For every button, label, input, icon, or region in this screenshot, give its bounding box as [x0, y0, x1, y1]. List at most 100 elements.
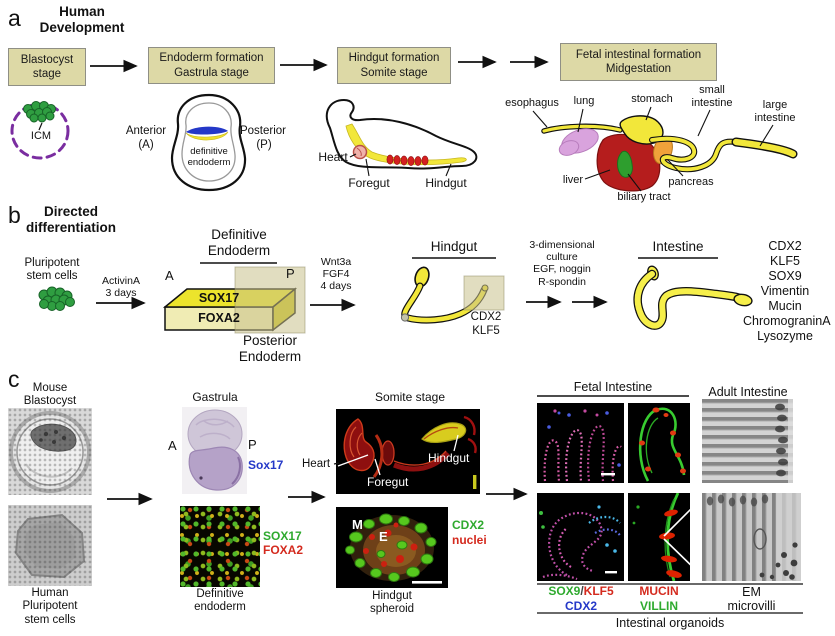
- hindgut-spheroid-caption: Hindgut spheroid: [369, 590, 415, 616]
- em-label: EM: [742, 585, 761, 599]
- mouse-blastocyst-image: [8, 408, 92, 495]
- gastrula-a-label: A: [168, 438, 177, 453]
- human-psc-image: [8, 505, 92, 586]
- flow-arrows-panel-b: [96, 295, 608, 312]
- gastrula-image: [182, 407, 247, 494]
- icm-label: ICM: [30, 130, 52, 142]
- sox9-klf5-label: SOX9/KLF5: [535, 584, 627, 599]
- fetal-intestine-sox9-image: [537, 403, 624, 483]
- cdx2-spheroid-label: CDX2: [452, 518, 485, 532]
- stage-box-blastocyst: Blastocyst stage: [8, 48, 86, 86]
- panel-b-title: Directed differentiation: [26, 204, 116, 235]
- endoderm-e-label: E: [379, 529, 388, 544]
- somite-stage-image: [336, 409, 480, 494]
- anterior-abbr-label: (A): [138, 139, 154, 151]
- adult-intestine-em-image: [702, 399, 793, 483]
- definitive-endoderm-label: definitive endoderm: [187, 146, 231, 169]
- cdx2-hindgut-label: CDX2: [470, 311, 502, 323]
- fetal-intestine-mucin-image: [628, 403, 690, 483]
- hindgut-highlight: [463, 275, 505, 311]
- section-underlines: [200, 257, 718, 264]
- pluripotent-stem-cells-label: Pluripotent stem cells: [24, 257, 80, 283]
- stage-box-fetal: Fetal intestinal formation Midgestation: [560, 43, 717, 81]
- mouse-blastocyst-label: Mouse Blastocyst: [23, 382, 77, 408]
- stomach-label: stomach: [631, 93, 673, 105]
- scale-bar: [412, 581, 442, 584]
- lung-label: lung: [573, 95, 595, 107]
- posterior-abbr-label: (P): [256, 139, 272, 151]
- gastrula-p-label: P: [248, 437, 257, 452]
- panel-a-letter: a: [8, 5, 21, 31]
- culture-step-label: 3-dimensional culture EGF, noggin R-spon…: [529, 239, 595, 288]
- sox17-if-label: SOX17: [263, 529, 302, 543]
- microvilli-label: microvilli: [727, 599, 776, 613]
- marker-sox9: SOX9: [768, 269, 802, 283]
- gastrula-drawing: [170, 93, 247, 192]
- posterior-p-label: P: [286, 266, 295, 281]
- marker-klf5: KLF5: [770, 254, 800, 268]
- definitive-endoderm-title: Definitive Endoderm: [207, 227, 271, 258]
- intestinal-organoids-label: Intestinal organoids: [615, 616, 725, 630]
- posterior-label: Posterior: [239, 125, 287, 137]
- villin-label: VILLIN: [640, 599, 678, 613]
- em-microvilli-image: [702, 493, 801, 581]
- marker-mucin: Mucin: [768, 299, 802, 313]
- klf5-span: KLF5: [583, 584, 614, 598]
- gastrula-label: Gastrula: [192, 390, 238, 404]
- panel-c-letter: c: [8, 366, 20, 392]
- flow-arrows-panel-c: [107, 487, 528, 506]
- foregut-label-a: Foregut: [348, 176, 390, 190]
- sox17-slab-label: SOX17: [198, 291, 240, 305]
- stage-box-endoderm: Endoderm formation Gastrula stage: [148, 47, 275, 84]
- human-psc-label: Human Pluripotent stem cells: [22, 587, 78, 626]
- foregut-pointer-line: [374, 458, 381, 476]
- hindgut-label-a: Hindgut: [425, 176, 467, 190]
- pancreas-label: pancreas: [668, 176, 714, 188]
- adult-intestine-title: Adult Intestine: [708, 385, 788, 399]
- klf5-hindgut-label: KLF5: [472, 325, 500, 337]
- biliary-tract-label: biliary tract: [617, 191, 671, 203]
- heart-label-a: Heart: [318, 150, 348, 164]
- sox17-foxa2-image: [180, 506, 260, 587]
- hindgut-spheroid-image: [336, 507, 448, 588]
- foxa2-slab-label: FOXA2: [198, 311, 240, 325]
- intestine-title: Intestine: [652, 239, 704, 254]
- heart-label-c: Heart: [302, 458, 331, 470]
- liver-label: liver: [562, 174, 584, 186]
- stem-cell-cluster-drawing: [38, 286, 75, 311]
- scale-bar: [601, 473, 615, 476]
- mucin-label: MUCIN: [639, 584, 679, 598]
- large-intestine-label: large intestine: [754, 99, 796, 124]
- somite-stage-label: Somite stage: [374, 390, 446, 404]
- mesoderm-m-label: M: [352, 517, 363, 532]
- wnt3a-step-label: Wnt3a FGF4 4 days: [320, 256, 352, 293]
- scale-bar: [605, 571, 617, 574]
- stage-box-hindgut: Hindgut formation Somite stage: [337, 47, 451, 84]
- intestine-drawing: [633, 265, 753, 330]
- fetal-organoid-sox9-image: [537, 493, 624, 581]
- marker-cdx2: CDX2: [768, 239, 802, 253]
- fetal-intestine-title: Fetal Intestine: [573, 380, 653, 394]
- posterior-endoderm-label: Posterior Endoderm: [238, 333, 302, 364]
- definitive-endoderm-caption: Definitive endoderm: [194, 588, 246, 614]
- activin-step-label: ActivinA 3 days: [102, 275, 140, 300]
- hindgut-title: Hindgut: [430, 239, 478, 254]
- anterior-label: Anterior: [125, 125, 167, 137]
- heart-pointer-line: [337, 454, 369, 467]
- panel-b-letter: b: [8, 202, 21, 228]
- nuclei-label: nuclei: [452, 533, 487, 547]
- sox9-span: SOX9: [548, 584, 581, 598]
- small-intestine-label: small intestine: [691, 84, 733, 109]
- hindgut-label-c: Hindgut: [428, 451, 470, 465]
- anterior-a-label: A: [165, 268, 174, 283]
- marker-chromogranina: ChromograninA: [743, 314, 831, 328]
- cdx2-blue-label: CDX2: [564, 599, 597, 613]
- foregut-label-c: Foregut: [367, 475, 409, 489]
- scale-bar: [473, 475, 477, 489]
- fetal-organoid-mucin-image: [628, 493, 690, 581]
- hindgut-pointer-line: [453, 434, 459, 452]
- marker-vimentin: Vimentin: [760, 284, 810, 298]
- marker-lysozyme: Lysozyme: [757, 329, 813, 343]
- foxa2-if-label: FOXA2: [263, 543, 304, 557]
